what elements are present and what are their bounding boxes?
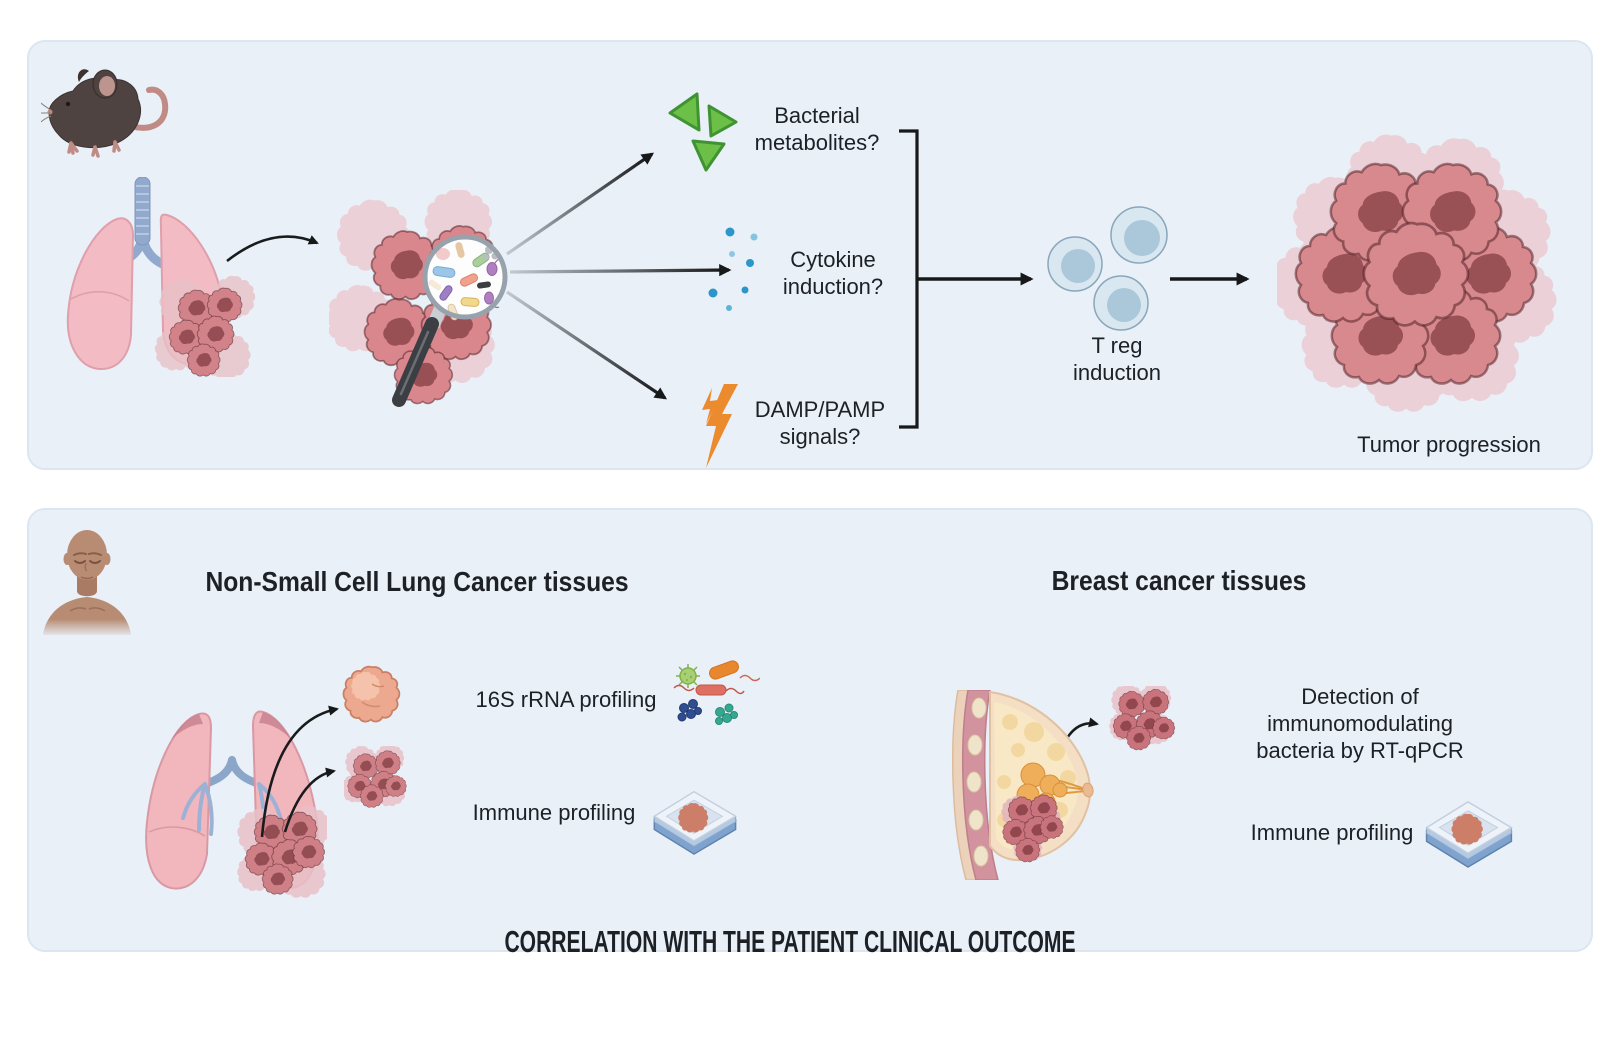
patient-tissues-panel: Non-Small Cell Lung Cancer tissues Breas… (27, 508, 1593, 959)
tissue-slide-icon (1418, 796, 1518, 869)
nsclc-title: Non-Small Cell Lung Cancer tissues (205, 566, 629, 597)
top-panel-arrows-layer (226, 129, 1250, 429)
healthy-tissue-sample-icon (342, 665, 401, 723)
detection-rtqpcr-label: Detection of immunomodulating bacteria b… (1256, 684, 1464, 763)
human-lungs-tumor-icon (145, 710, 327, 898)
bacterial-metabolites-icon (668, 92, 738, 172)
tumor-microbiome-magnifier-icon (329, 190, 508, 407)
arrow-to-cytokines (509, 263, 732, 277)
magnifier-icon (392, 234, 508, 407)
mouse-lungs-tumor-icon (66, 177, 256, 377)
arrow-to-damp (506, 290, 668, 400)
immune-profiling-left-label: Immune profiling (472, 800, 636, 825)
arrow-lungs-to-tumor (226, 235, 319, 263)
treg-induction-label: T reg induction (1072, 333, 1162, 385)
cytokine-induction-label: Cytokine induction? (782, 247, 884, 299)
bacterial-metabolites-label: Bacterial metabolites? (754, 103, 880, 155)
immune-profiling-right-label: Immune profiling (1250, 820, 1414, 845)
arrow-lung-to-healthy-sample (260, 705, 339, 838)
tumor-progression-icon (1277, 134, 1557, 412)
tumor-progression-label: Tumor progression (1357, 432, 1541, 457)
rrna-profiling-label: 16S rRNA profiling (475, 687, 657, 712)
treg-cells-icon (1047, 206, 1168, 331)
arrow-lung-to-tumor-sample (283, 767, 336, 833)
bacteria-icons (673, 660, 760, 725)
human-bust-icon (40, 530, 135, 637)
breast-anatomy-icon (952, 690, 1094, 880)
cytokines-icon (708, 227, 758, 311)
damp-pamp-icon (702, 384, 738, 468)
mouse-model-panel: Bacterial metabolites? Cytokine inductio… (27, 40, 1593, 470)
breast-title: Breast cancer tissues (1051, 565, 1307, 596)
correlation-footer: CORRELATION WITH THE PATIENT CLINICAL OU… (504, 924, 1076, 959)
lung-tumor-sample-icon (344, 746, 410, 808)
arrow-to-metabolites (506, 152, 655, 256)
damp-pamp-label: DAMP/PAMP signals? (754, 397, 886, 449)
breast-tumor-sample-icon (1109, 686, 1178, 752)
tissue-slide-icon (646, 786, 742, 856)
mouse-icon (41, 69, 169, 158)
